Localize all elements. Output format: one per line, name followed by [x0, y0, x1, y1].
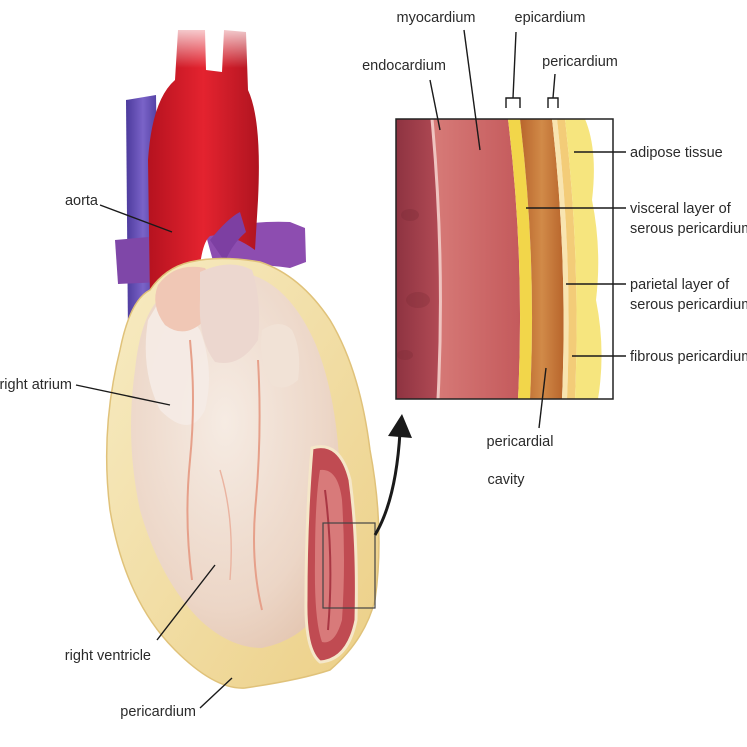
label-parietal-line2: serous pericardium — [630, 297, 747, 313]
label-pericardium: pericardium — [120, 704, 196, 720]
label-endocardium: endocardium — [362, 58, 446, 74]
label-epicardium: epicardium — [515, 10, 586, 26]
label-myocardium: myocardium — [397, 10, 476, 26]
label-right-atrium: right atrium — [0, 377, 72, 393]
label-aorta: aorta — [65, 193, 99, 209]
label-pericardial-cavity-line2: cavity — [487, 472, 525, 488]
label-fibrous-pericardium: fibrous pericardium — [630, 349, 747, 365]
heart-wall-inset — [396, 119, 613, 399]
heart-illustration — [107, 18, 412, 688]
label-pericardium-inset: pericardium — [542, 54, 618, 70]
label-visceral-line2: serous pericardium — [630, 221, 747, 237]
label-adipose-tissue: adipose tissue — [630, 145, 723, 161]
label-right-ventricle: right ventricle — [65, 648, 151, 664]
label-pericardial-cavity-line1: pericardial — [487, 434, 554, 450]
labels: aorta right atrium right ventricle peric… — [0, 10, 747, 720]
label-parietal-line1: parietal layer of — [630, 277, 730, 293]
zoom-arrow-head — [388, 414, 412, 438]
auricle-center — [200, 264, 259, 363]
myocardium-layer — [432, 119, 520, 399]
label-visceral-line1: visceral layer of — [630, 201, 732, 217]
